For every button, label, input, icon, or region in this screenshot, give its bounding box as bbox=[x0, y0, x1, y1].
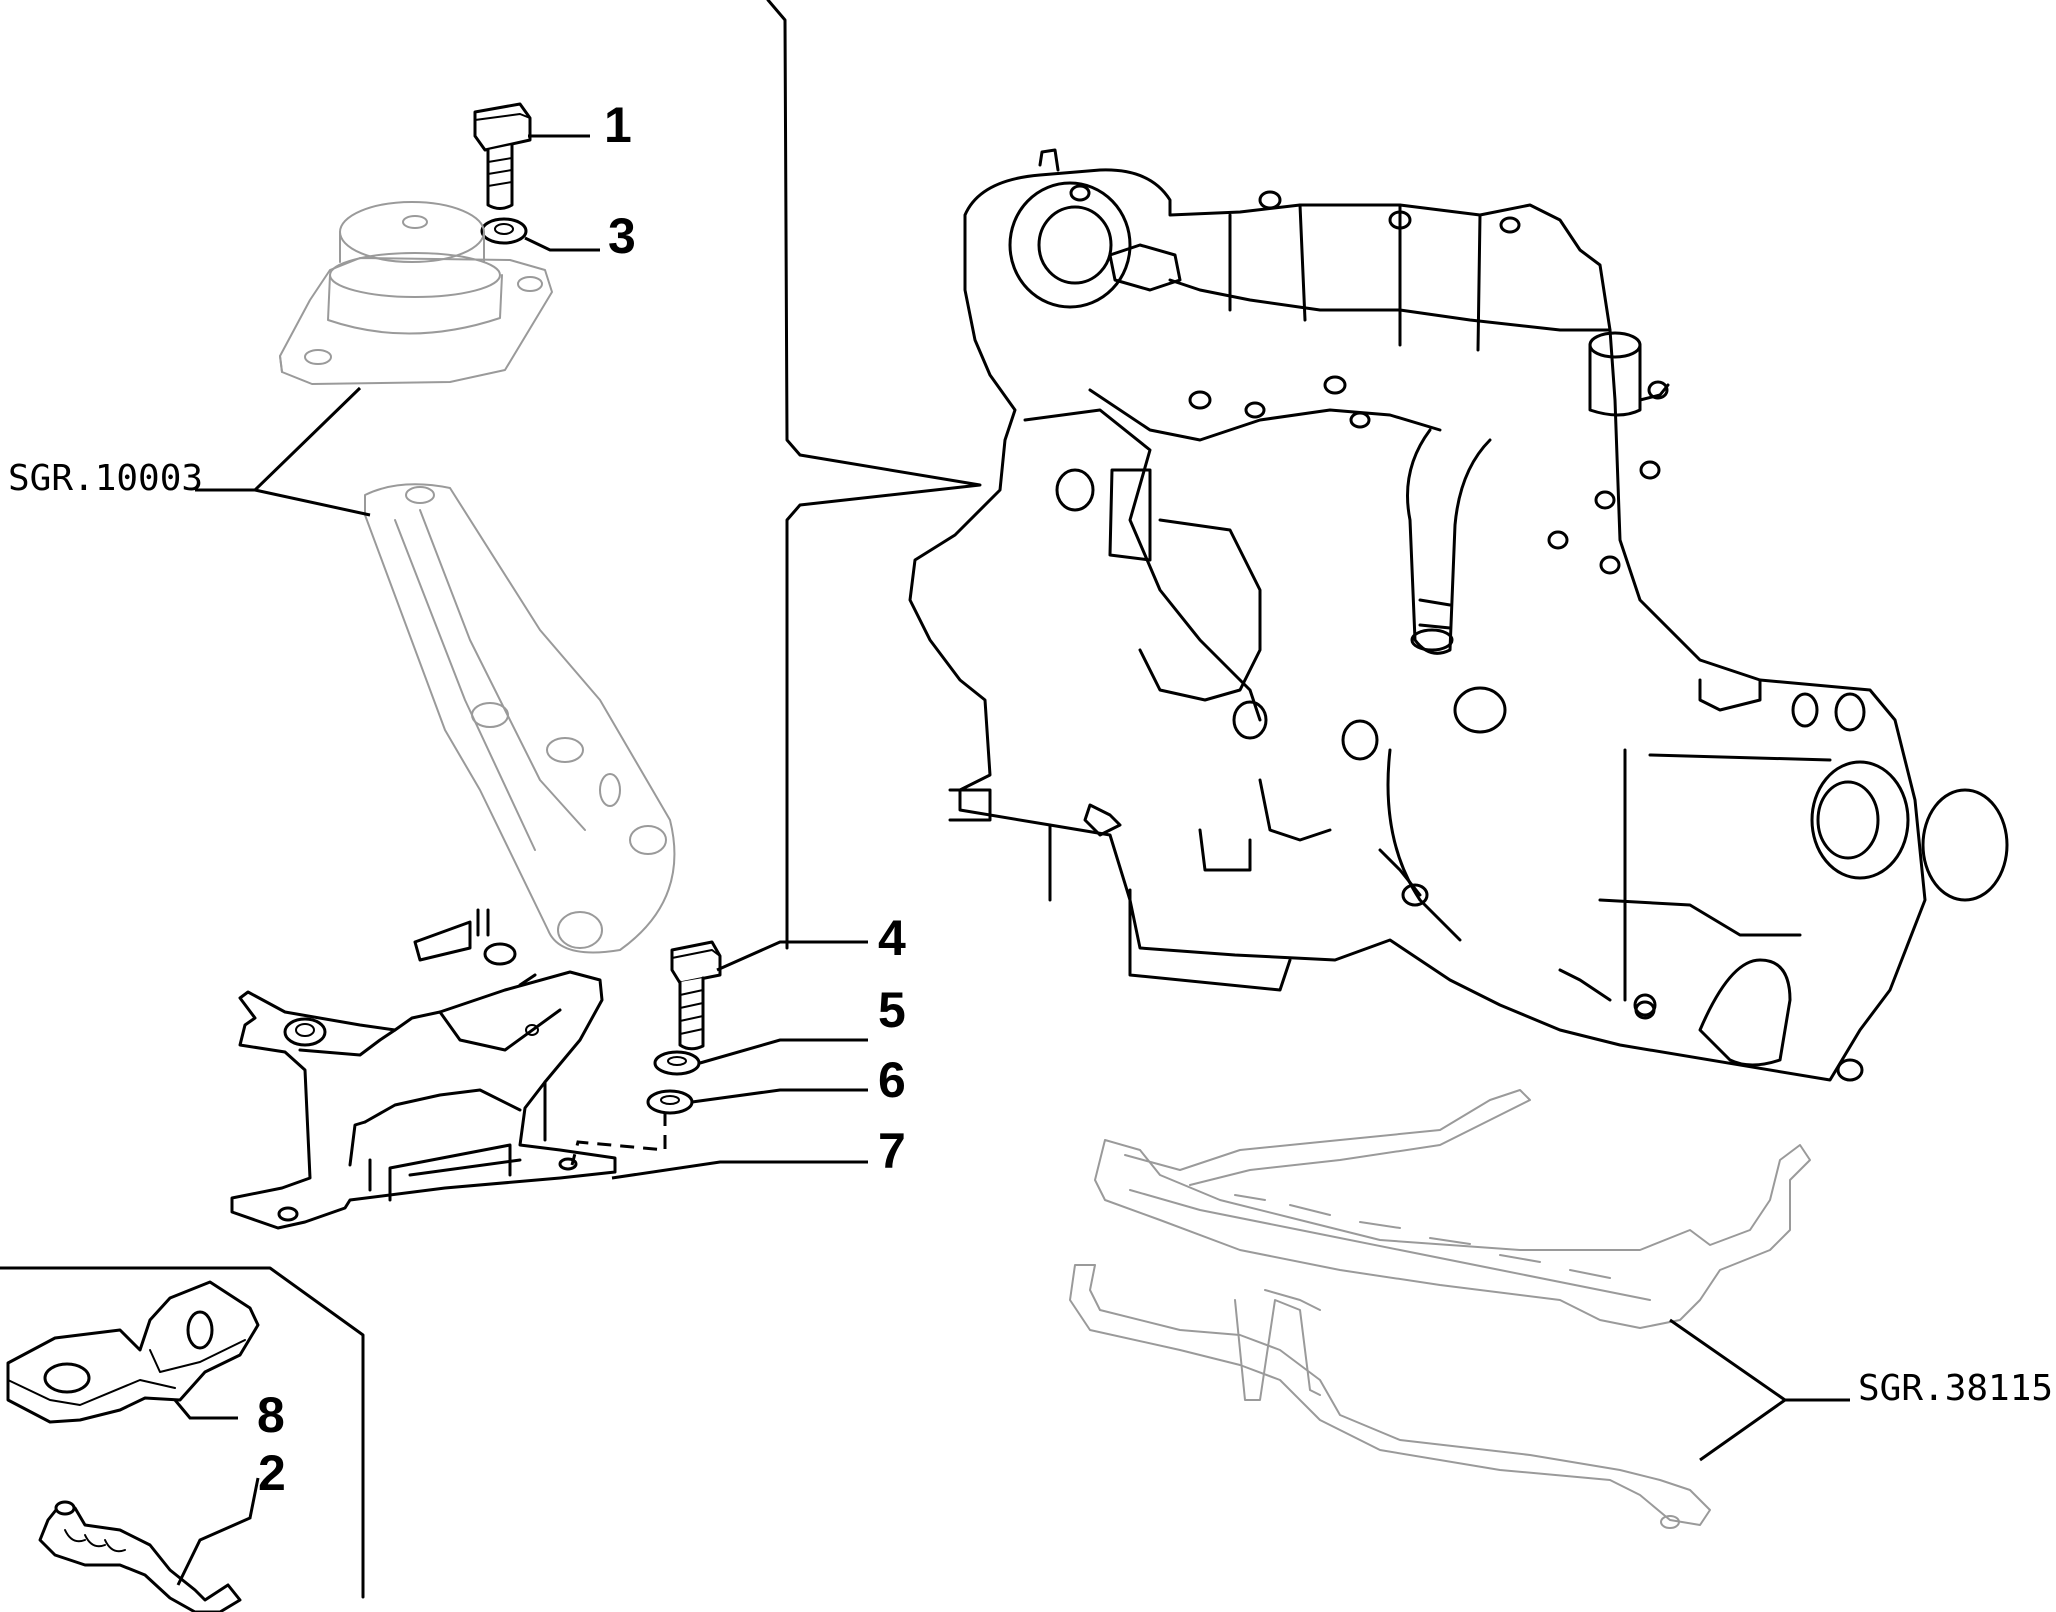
washer-part-6 bbox=[646, 1089, 694, 1115]
callout-7: 7 bbox=[878, 1123, 906, 1179]
bolt-part-1 bbox=[473, 102, 532, 210]
ref-label-sgr-10003: SGR.10003 bbox=[8, 458, 203, 499]
subframe-crossmember bbox=[1069, 1089, 1811, 1529]
callout-2: 2 bbox=[258, 1445, 286, 1501]
ref-leader-sgr-10003 bbox=[195, 386, 371, 517]
clip-part-2 bbox=[38, 1500, 242, 1612]
callout-leaders bbox=[173, 134, 868, 1586]
engine-mount-rubber bbox=[279, 201, 553, 385]
divider-frame bbox=[0, 0, 982, 1599]
callout-3: 3 bbox=[608, 208, 636, 264]
callout-8: 8 bbox=[257, 1387, 285, 1443]
washer-part-3 bbox=[480, 217, 528, 245]
engine-gearbox-assembly bbox=[908, 148, 2009, 1082]
ref-leader-sgr-38115 bbox=[1669, 1318, 1850, 1462]
engine-mount-bracket-arm bbox=[364, 483, 676, 954]
ref-label-sgr-38115: SGR.38115 bbox=[1858, 1368, 2053, 1409]
bolt-part-4 bbox=[670, 940, 722, 1051]
support-bracket-part-7 bbox=[230, 908, 617, 1230]
callout-4: 4 bbox=[878, 910, 906, 966]
assembly-dashed-line bbox=[570, 1112, 667, 1166]
washer-part-5 bbox=[653, 1050, 701, 1076]
callout-6: 6 bbox=[878, 1052, 906, 1108]
callout-1: 1 bbox=[604, 97, 632, 153]
plate-part-8 bbox=[6, 1280, 260, 1424]
callout-5: 5 bbox=[878, 982, 906, 1038]
